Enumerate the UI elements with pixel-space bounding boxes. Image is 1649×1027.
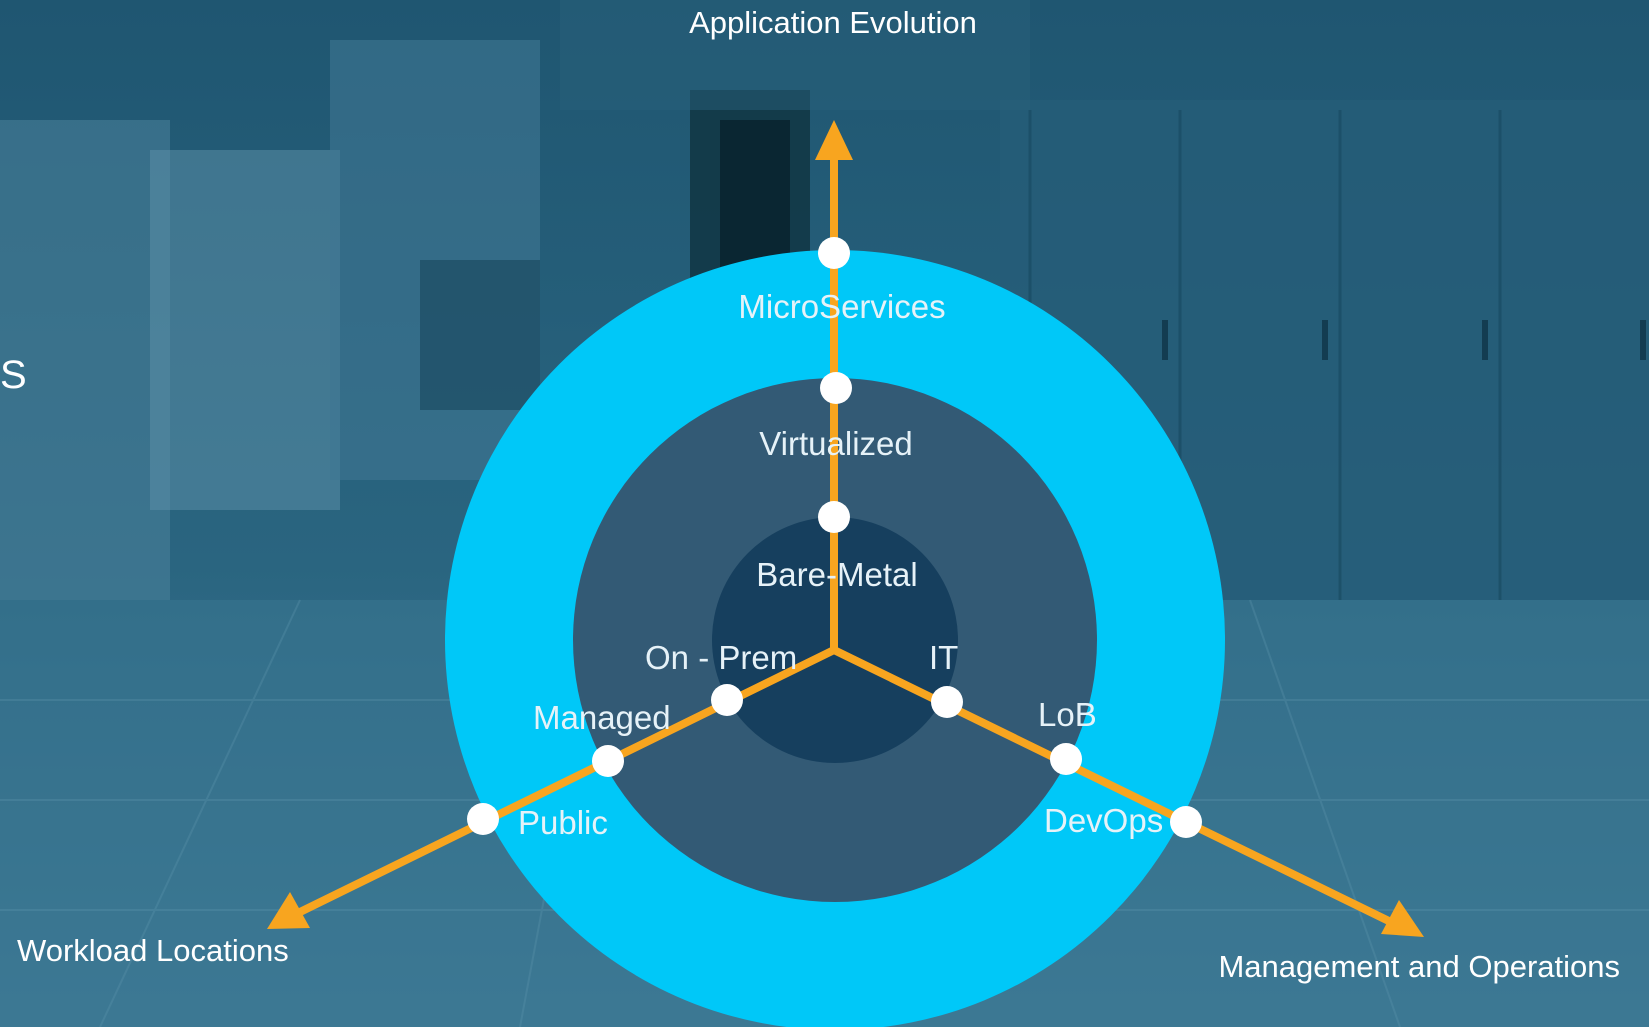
workload-locations-arrowhead: [267, 892, 310, 929]
cropped-edge-text: S: [0, 353, 27, 397]
marker-public: [467, 803, 499, 835]
workload-locations-title: Workload Locations: [17, 933, 289, 968]
label-on-prem: On - Prem: [645, 639, 797, 676]
label-bare-metal: Bare-Metal: [756, 556, 917, 593]
management-operations-title: Management and Operations: [1218, 949, 1620, 984]
marker-microservices: [818, 237, 850, 269]
ring-markers: [467, 237, 1202, 838]
management-operations-axis-line: [830, 646, 1401, 929]
application-evolution-arrowhead: [815, 120, 853, 160]
marker-devops: [1170, 806, 1202, 838]
label-it: IT: [929, 639, 958, 676]
label-managed: Managed: [533, 699, 671, 736]
marker-lob: [1050, 743, 1082, 775]
marker-managed: [592, 745, 624, 777]
arrowheads: [267, 120, 1424, 937]
application-evolution-title: Application Evolution: [689, 5, 977, 40]
label-devops: DevOps: [1044, 802, 1163, 839]
label-lob: LoB: [1038, 696, 1097, 733]
management-operations-arrowhead: [1381, 900, 1424, 937]
marker-on-prem: [711, 684, 743, 716]
label-microservices: MicroServices: [738, 288, 945, 325]
marker-virtualized: [820, 372, 852, 404]
label-public: Public: [518, 804, 608, 841]
workload-locations-axis-line: [294, 646, 838, 917]
label-virtualized: Virtualized: [759, 425, 912, 462]
marker-it: [931, 686, 963, 718]
marker-bare-metal: [818, 501, 850, 533]
